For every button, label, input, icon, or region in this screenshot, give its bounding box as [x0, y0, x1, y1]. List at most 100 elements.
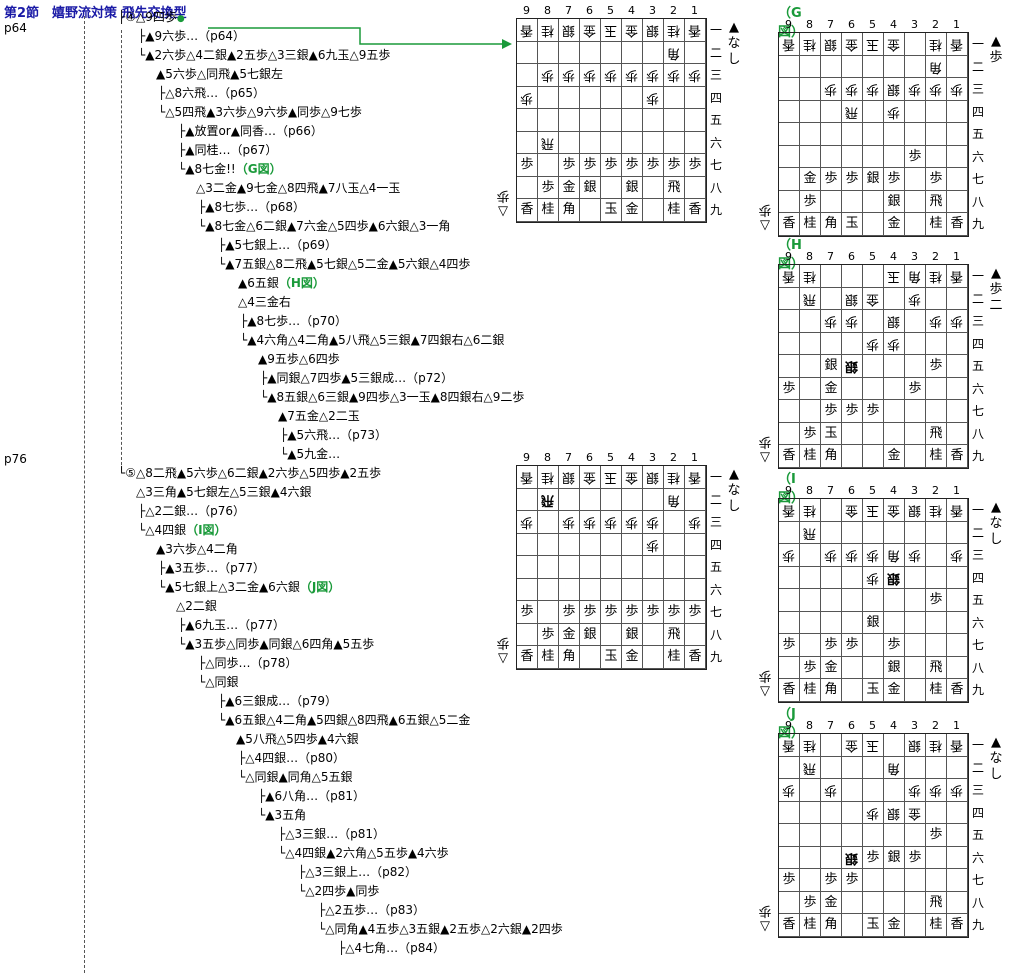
board-cell: [905, 611, 926, 634]
piece: 香: [950, 502, 964, 518]
file-label: 4: [890, 719, 897, 732]
board-cell: [779, 287, 800, 310]
move-text: ├△8六飛…（p65）: [158, 86, 265, 100]
board-grid: 香桂金玉金銀桂香飛歩歩歩歩角歩歩歩銀歩銀歩歩歩歩歩金銀飛香桂角玉金桂香: [778, 498, 969, 703]
board-cell: [800, 824, 821, 847]
board-cell: [800, 145, 821, 168]
board-cell: [884, 123, 905, 146]
rank-label: 三: [971, 548, 984, 562]
board-cell: 歩: [559, 154, 580, 177]
board-cell: 角: [926, 55, 947, 78]
board-cell: 玉: [601, 199, 622, 222]
piece: 歩: [845, 872, 859, 887]
board-cell: [601, 488, 622, 511]
piece: 歩: [625, 514, 639, 530]
rank-label: 五: [971, 593, 984, 607]
board-cell: [601, 131, 622, 154]
board-cell: [863, 422, 884, 445]
rank-label: 四: [709, 537, 722, 552]
board-cell: [779, 78, 800, 101]
move-line: ├△4四銀…（p80）: [238, 749, 345, 767]
piece: 銀: [845, 291, 859, 306]
board-cell: 香: [779, 734, 800, 757]
board-cell: 歩: [947, 310, 968, 333]
piece: 玉: [845, 216, 859, 231]
board-cell: 歩: [779, 634, 800, 657]
file-label: 4: [890, 250, 897, 263]
piece: 飛: [929, 193, 943, 209]
move-text: └▲5七銀上△3二金▲6六銀: [158, 580, 300, 594]
piece: 歩: [908, 547, 922, 563]
piece: 桂: [929, 216, 943, 231]
move-line: └△同銀: [198, 673, 238, 691]
board-cell: [863, 265, 884, 288]
board-cell: 歩: [926, 78, 947, 101]
piece: 銀: [824, 36, 838, 52]
board-cell: [800, 801, 821, 824]
board-cell: [905, 310, 926, 333]
board-cell: [821, 190, 842, 213]
board-cell: 歩: [685, 601, 706, 624]
rank-label: 七: [971, 873, 984, 887]
board-cell: 桂: [926, 33, 947, 56]
board-cell: 歩: [863, 566, 884, 589]
board-cell: [779, 566, 800, 589]
piece: 歩: [667, 604, 681, 619]
file-label: 8: [806, 719, 813, 732]
file-label: 9: [785, 18, 792, 31]
board-cell: 歩: [863, 846, 884, 869]
gote-hand: △歩: [758, 201, 772, 233]
move-text: └△4四銀▲2六角△5五歩▲4六歩: [278, 846, 449, 860]
piece: 金: [887, 502, 901, 518]
piece: 歩: [646, 537, 660, 552]
piece: 歩: [782, 637, 796, 652]
board-cell: [863, 656, 884, 679]
piece: 金: [845, 36, 859, 52]
board-cell: [884, 824, 905, 847]
piece: 桂: [667, 202, 681, 217]
move-text: └▲8七金!!: [178, 162, 236, 176]
rank-label: 六: [709, 135, 722, 150]
file-label: 7: [827, 18, 834, 31]
board-cell: [601, 623, 622, 646]
piece: 歩: [803, 894, 817, 910]
piece: 玉: [824, 425, 838, 441]
file-label: 6: [848, 719, 855, 732]
board-cell: [800, 544, 821, 567]
board-cell: 玉: [601, 646, 622, 669]
piece: 桂: [929, 737, 943, 753]
board-cell: 桂: [664, 199, 685, 222]
board-cell: 銀: [821, 33, 842, 56]
move-line: ├△3三銀…（p81）: [278, 825, 385, 843]
piece: 金: [824, 659, 838, 675]
board-cell: [863, 445, 884, 468]
board-cell: [779, 55, 800, 78]
board-cell: [926, 544, 947, 567]
board-cell: 歩: [821, 869, 842, 892]
board-cell: 角: [821, 445, 842, 468]
board-cell: 歩: [863, 801, 884, 824]
move-line: ├▲6三銀成…（p79）: [218, 692, 337, 710]
piece: 歩: [562, 157, 576, 172]
board-cell: 銀: [884, 190, 905, 213]
board-cell: [863, 521, 884, 544]
board-cell: [905, 100, 926, 123]
board-cell: 金: [842, 33, 863, 56]
rank-label: 二: [971, 291, 984, 306]
piece: 歩: [667, 157, 681, 172]
board-cell: [779, 756, 800, 779]
board-cell: 桂: [538, 646, 559, 669]
board-cell: [842, 824, 863, 847]
tree-guide-line: [84, 16, 85, 973]
board-cell: [643, 556, 664, 579]
piece: 歩: [562, 67, 576, 83]
rank-label: 三: [709, 515, 722, 529]
move-line: ├④△9四歩●: [118, 8, 185, 28]
move-text: ├▲9六歩…（p64）: [138, 29, 245, 43]
rank-label: 七: [709, 158, 722, 172]
board-cell: [884, 377, 905, 400]
board-cell: [947, 634, 968, 657]
board-cell: [664, 109, 685, 132]
board-cell: [947, 355, 968, 378]
board-cell: [905, 355, 926, 378]
